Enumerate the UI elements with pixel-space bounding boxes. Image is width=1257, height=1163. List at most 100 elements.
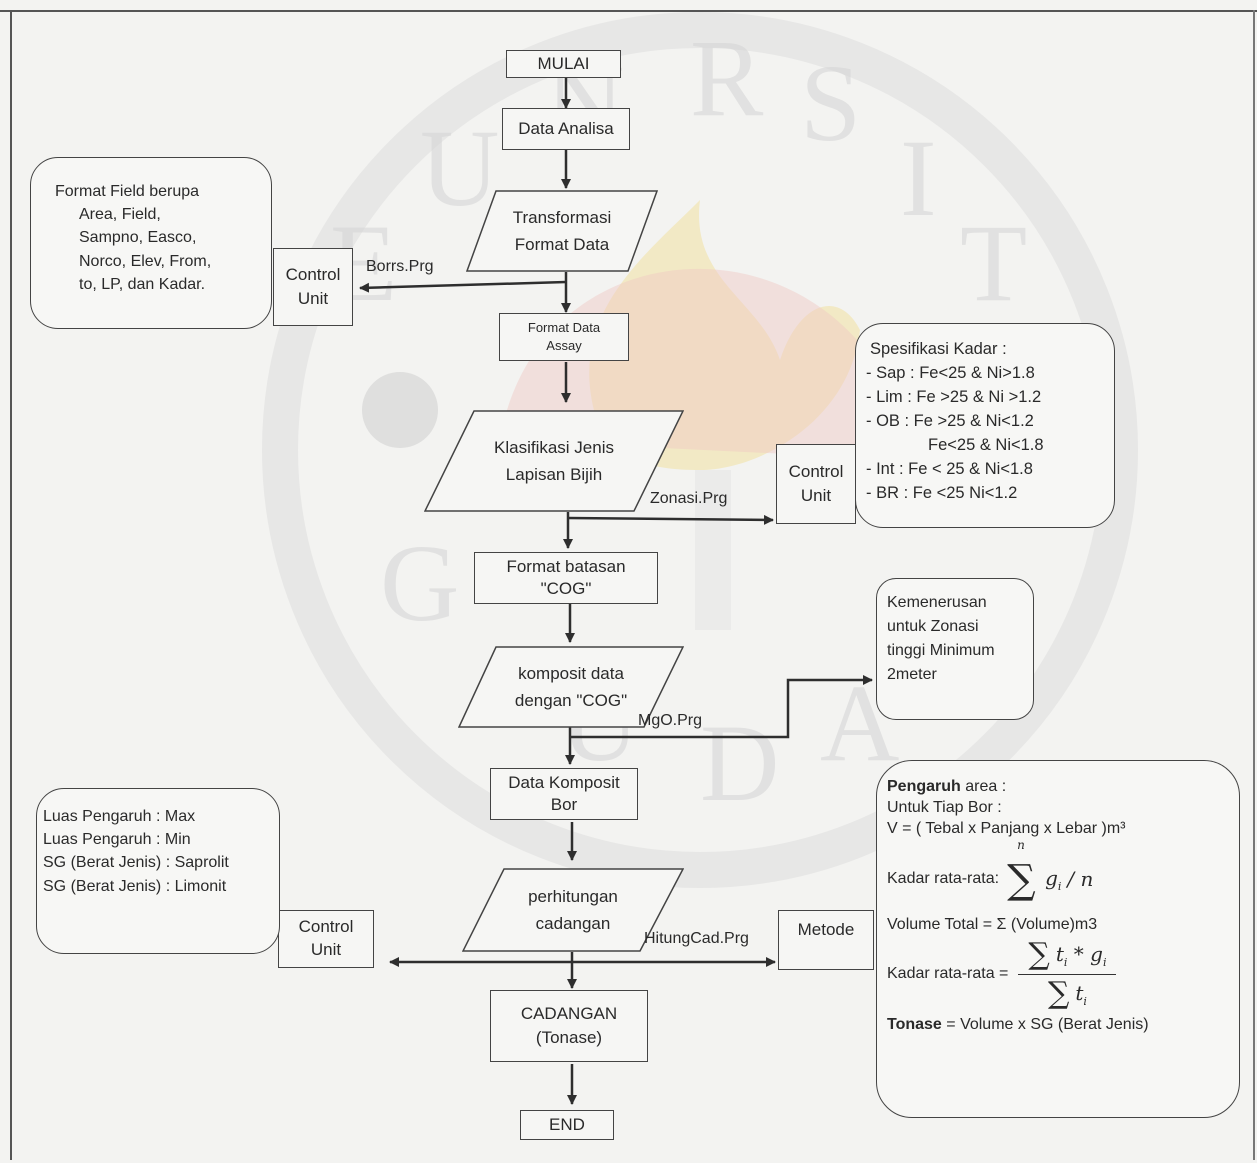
frame-right-border <box>1253 10 1255 1160</box>
sigma-icon: ∑ <box>1047 976 1070 1012</box>
tonase-bold: Tonase <box>887 1016 942 1034</box>
note-spesifikasi-line: Fe<25 & Ni<1.8 <box>928 435 1044 454</box>
format-assay-line2: Assay <box>546 338 582 353</box>
note-format-field-line: Area, Field, <box>79 206 161 224</box>
format-cog-line1: Format batasan <box>506 556 626 576</box>
control-unit-3-line2: Unit <box>310 940 342 959</box>
metode-box: Metode <box>778 910 874 970</box>
note-format-field-title: Format Field berupa <box>55 183 200 200</box>
klasifikasi-line2: Lapisan Bijih <box>505 465 603 484</box>
kadar1-label: Kadar rata-rata: <box>887 869 1000 887</box>
note-kemenerusan-line: Kemenerusan <box>887 594 987 611</box>
control-unit-2: Control Unit <box>776 444 856 524</box>
data-komposit-line2: Bor <box>550 795 578 814</box>
sigma-icon: ∑ <box>1007 857 1036 904</box>
format-cog-line2: "COG" <box>540 579 592 598</box>
note-spesifikasi-line: - OB : Fe >25 & Ni<1.2 <box>866 411 1034 430</box>
klasifikasi-parallelogram: Klasifikasi Jenis Lapisan Bijih <box>424 410 684 512</box>
data-analisa-label: Data Analisa <box>518 118 614 138</box>
kadar2-den-t-sub: i <box>1083 994 1087 1008</box>
note-spesifikasi-line: - Lim : Fe >25 & Ni >1.2 <box>866 387 1042 406</box>
kadar2-num: ti * gi <box>1056 941 1107 970</box>
tonase-rest: = Volume x SG (Berat Jenis) <box>941 1016 1149 1034</box>
format-cog-box: Format batasan "COG" <box>474 552 658 604</box>
format-assay-line1: Format Data <box>527 319 601 335</box>
transformasi-line2: Format Data <box>514 235 610 254</box>
start-terminal: MULAI <box>506 50 621 78</box>
control-unit-1-line1: Control <box>285 265 341 285</box>
note-spesifikasi: Spesifikasi Kadar : - Sap : Fe<25 & Ni>1… <box>855 323 1115 528</box>
komposit-parallelogram: komposit data dengan "COG" <box>458 646 684 728</box>
control-unit-1: Control Unit <box>273 248 353 326</box>
cadangan-line1: CADANGAN <box>520 1004 618 1024</box>
note-luas-line: SG (Berat Jenis) : Saprolit <box>43 854 229 872</box>
volume-total: Volume Total = Σ (Volume)m3 <box>887 916 1098 934</box>
tonase-line: Tonase = Volume x SG (Berat Jenis) <box>887 1015 1229 1036</box>
kadar-formula-2: Kadar rata-rata = ∑ ti * gi ∑ ti <box>887 940 1229 1009</box>
klasifikasi-line1: Klasifikasi Jenis <box>494 437 614 457</box>
note-format-field-line: Sampno, Easco, <box>79 229 197 247</box>
note-luas: Luas Pengaruh : Max Luas Pengaruh : Min … <box>36 788 280 954</box>
start-label: MULAI <box>537 53 590 73</box>
perhitungan-parallelogram: perhitungan cadangan <box>462 868 684 952</box>
cadangan-line2: (Tonase) <box>535 1028 603 1047</box>
kadar1-div: / n <box>1067 867 1094 892</box>
edge-borrs <box>359 280 567 293</box>
data-komposit-box: Data Komposit Bor <box>490 768 638 820</box>
note-kemenerusan-line: 2meter <box>887 666 937 683</box>
note-luas-line: Luas Pengaruh : Max <box>43 808 196 825</box>
note-pengaruh-line1: Untuk Tiap Bor : <box>887 798 1002 816</box>
note-format-field: Format Field berupa Area, Field, Sampno,… <box>30 157 272 329</box>
edge-mgo <box>570 675 873 739</box>
metode-label: Metode <box>797 920 855 939</box>
format-assay-box: Format Data Assay <box>499 313 629 361</box>
edge-label-borrs: Borrs.Prg <box>366 258 434 275</box>
edge-label-zonasi: Zonasi.Prg <box>650 490 728 507</box>
kadar2-num-t: t <box>1055 941 1064 966</box>
frame-left-border <box>10 10 12 1160</box>
edge-label-hitungcad: HitungCad.Prg <box>644 930 749 947</box>
note-format-field-line: Norco, Elev, From, <box>79 252 212 270</box>
sigma-icon: ∑ <box>1028 937 1050 973</box>
note-pengaruh-title: Pengaruh area : <box>887 777 1229 798</box>
kadar2-num-t-sub: i <box>1063 955 1068 969</box>
control-unit-1-line2: Unit <box>297 289 329 308</box>
kadar2-den: ti <box>1075 980 1087 1009</box>
control-unit-2-line1: Control <box>788 462 844 482</box>
cadangan-box: CADANGAN (Tonase) <box>490 990 648 1062</box>
note-spesifikasi-line: - Sap : Fe<25 & Ni>1.8 <box>866 363 1035 382</box>
komposit-line2: dengan "COG" <box>514 691 628 710</box>
note-pengaruh-title-rest: area : <box>960 778 1007 795</box>
kadar1-sum: n ∑ <box>1005 838 1039 904</box>
kadar2-num-mid: * g <box>1067 941 1103 966</box>
note-pengaruh: Pengaruh area : Untuk Tiap Bor : V = ( T… <box>876 760 1240 1118</box>
note-luas-line: Luas Pengaruh : Min <box>43 831 191 849</box>
control-unit-3: Control Unit <box>278 910 374 968</box>
note-spesifikasi-title: Spesifikasi Kadar : <box>870 340 1007 358</box>
kadar2-num-g-sub: i <box>1102 955 1107 969</box>
end-label: END <box>549 1114 585 1134</box>
note-pengaruh-line2: V = ( Tebal x Panjang x Lebar )m³ <box>887 819 1126 837</box>
kadar1-g-sub: i <box>1057 879 1062 893</box>
kadar2-numerator: ∑ ti * gi <box>1018 937 1117 976</box>
control-unit-3-line1: Control <box>298 917 354 937</box>
kadar1-upper: n <box>1017 838 1025 853</box>
transformasi-parallelogram: Transformasi Format Data <box>466 190 658 272</box>
note-spesifikasi-line: - Int : Fe < 25 & Ni<1.8 <box>866 459 1033 478</box>
kadar-formula-1: Kadar rata-rata: n ∑ gi / n <box>887 838 1229 905</box>
note-kemenerusan-line: untuk Zonasi <box>887 618 979 635</box>
edge-label-mgo: MgO.Prg <box>638 712 703 729</box>
perhitungan-line1: perhitungan <box>528 886 618 906</box>
kadar2-fraction: ∑ ti * gi ∑ ti <box>1018 937 1117 1009</box>
note-spesifikasi-line: - BR : Fe <25 Ni<1.2 <box>866 483 1018 502</box>
note-pengaruh-title-bold: Pengaruh <box>887 778 961 795</box>
edge-zonasi <box>567 514 774 525</box>
note-kemenerusan-line: tinggi Minimum <box>887 642 995 659</box>
kadar2-denominator: ∑ ti <box>1048 975 1087 1009</box>
data-analisa-box: Data Analisa <box>502 108 630 150</box>
kadar1-g-text: g <box>1045 865 1058 890</box>
note-luas-line: SG (Berat Jenis) : Limonit <box>43 877 227 895</box>
data-komposit-line1: Data Komposit <box>508 772 620 792</box>
kadar2-label: Kadar rata-rata = <box>887 965 1009 983</box>
